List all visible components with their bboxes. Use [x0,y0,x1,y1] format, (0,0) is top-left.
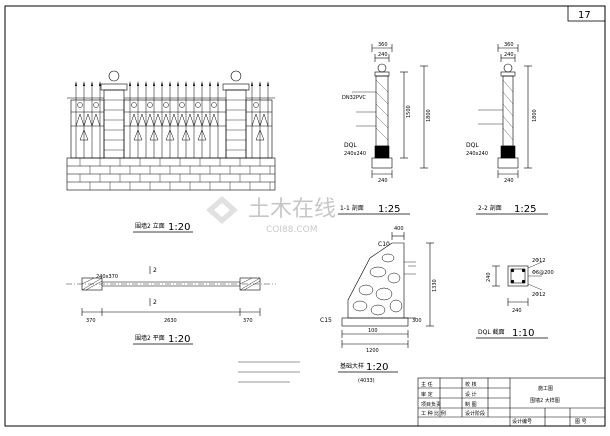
sheet-border [4,5,606,427]
dql-rebar-top: 2Φ12 [532,258,545,264]
s22-caption: 2-2 剖面 1:25 [476,204,548,215]
plan-title: 围墙2 平面 [135,334,165,342]
fnd-note: (4033) [358,378,375,384]
dql-stirrup: Φ6@200 [532,270,554,276]
tb-r2c1: 审 定 [421,391,433,398]
plan-mark-top: 2 [153,267,157,274]
plan-dim-mid: 2630 [164,318,177,324]
tb-r4c3: 设计阶段 [465,410,485,417]
tb-r2c3: 设 计 [465,391,477,398]
s22-title: 2-2 剖面 [478,204,502,212]
watermark-url: COI88.COM [266,225,317,235]
fence-elevation [66,70,276,191]
fnd-title: 基础大样 [340,362,364,370]
s11-title: 1-1 剖面 [340,204,364,212]
tb-r1c1: 主 任 [421,381,433,388]
fnd-dim-100: 100 [368,328,378,334]
fence-plan [66,266,276,316]
s22-dim-360: 360 [504,42,514,48]
title-block [417,377,606,427]
s22-scale: 1:25 [514,204,536,215]
s11-caption: 1-1 剖面 1:25 [338,204,410,215]
sheet-number-box [567,5,606,22]
s11-dim-1500: 1500 [406,105,412,118]
elevation-scale: 1:20 [168,222,190,233]
s11-dql-size: 240x240 [344,151,366,157]
s22-dim-1800: 1800 [532,109,538,122]
s11-dim-1800: 1800 [426,109,432,122]
watermark-text: 土木在线 [248,197,336,222]
s22-dql-size: 240x240 [466,151,488,157]
dql-dim-width: 240 [512,308,522,314]
s11-pipe-label: DN32PVC [342,95,366,101]
general-notes [238,361,300,383]
tb-date-label: 设计编号 [512,418,532,425]
dql-title: DQL 截面 [478,328,505,336]
s11-dim-240-top: 240 [378,52,388,58]
s11-dql-label: DQL [344,142,357,149]
fnd-scale: 1:20 [366,362,388,373]
plan-dim-right: 370 [243,318,253,324]
plan-scale: 1:20 [168,334,190,345]
s22-dim-240-bottom: 240 [504,178,514,184]
section-2-2 [478,44,532,178]
elevation-title: 围墙2 立面 [135,222,165,230]
tb-r1c3: 校 核 [465,381,477,388]
plan-mark-bottom: 2 [153,299,157,306]
fnd-label-c10: C10 [378,241,390,248]
dql-section [492,261,543,306]
tb-sheet-label: 图 号 [575,419,587,425]
elevation-caption: 围墙2 立面 1:20 [133,222,193,233]
fnd-dim-height: 1330 [432,279,438,292]
foundation-caption: 基础大样 1:20 (4033) [338,362,398,384]
tb-drawing: 围墙2 大样图 [530,397,560,404]
tb-r4c1: 工 种 比 例 [421,410,446,417]
dql-scale: 1:10 [512,328,534,339]
tb-r3c1: 项目负责 [421,401,441,408]
fnd-dim-300: 300 [412,318,422,324]
dql-caption: DQL 截面 1:10 [476,328,548,339]
tb-r3c3: 制 图 [465,401,477,408]
s22-dim-240-top: 240 [504,52,514,58]
dql-dim-height: 240 [486,272,492,282]
plan-dim-left: 370 [86,318,96,324]
plan-caption: 围墙2 平面 1:20 [133,334,193,345]
s11-dim-360: 360 [378,42,388,48]
dql-rebar-bottom: 2Φ12 [532,292,545,298]
fnd-dim-top: 400 [394,226,404,232]
watermark-logo-icon [206,196,238,224]
s11-dim-240-bottom: 240 [378,178,388,184]
sheet-number: 17 [578,10,591,21]
tb-project: 施工图 [538,385,553,392]
foundation-detail [341,232,434,348]
section-1-1 [352,44,428,178]
fnd-label-c15: C15 [320,317,332,324]
fnd-dim-1200: 1200 [366,348,379,354]
s22-dql-label: DQL [466,142,479,149]
s11-scale: 1:25 [378,204,400,215]
plan-wall-note: 240x370 [96,274,118,280]
watermark: 土木在线 COI88.COM [206,196,336,235]
